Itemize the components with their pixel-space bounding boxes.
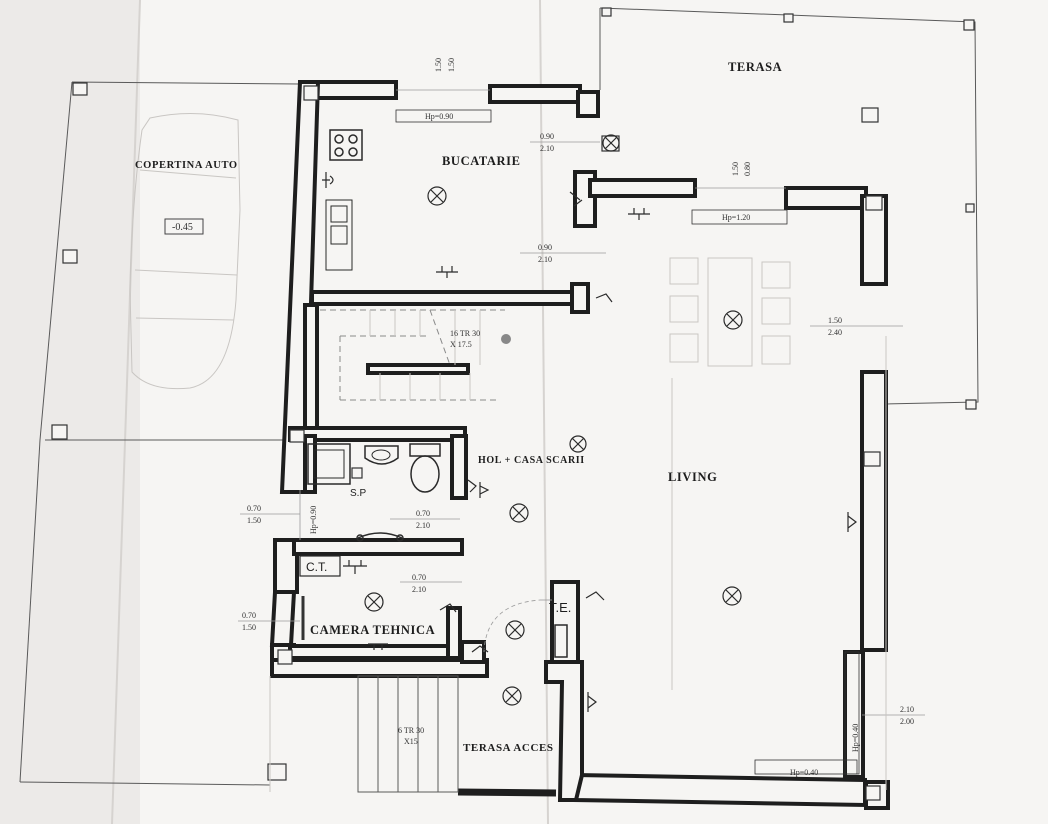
te-panel: [554, 624, 568, 658]
ceiling-light-icon: [364, 592, 384, 612]
radiator-icon: [356, 532, 404, 542]
ceiling-light-icon: [723, 310, 743, 330]
stove-icon: [329, 129, 363, 161]
light-switch-icon: [439, 191, 613, 653]
sp-label: S.P: [350, 488, 366, 499]
dim-living-window: Hp=1.20: [722, 213, 750, 222]
dim-left-window-hp: Hp=0.90: [309, 506, 318, 534]
dim-tech-window-b: 1.50: [242, 623, 256, 632]
dim-left-window-a: 0.70: [247, 504, 261, 513]
dim-tech-window-a: 0.70: [242, 611, 256, 620]
paper-fold: [111, 0, 141, 824]
windows: [299, 89, 860, 775]
car-icon: [129, 113, 241, 390]
ceiling-light-icon: [505, 620, 525, 640]
stairs-upper-line1: 16 TR 30: [450, 329, 480, 338]
ceiling-light-icon: [502, 686, 522, 706]
shower-tray-icon: [307, 443, 351, 485]
room-label-copertina-auto: COPERTINA AUTO: [135, 160, 238, 171]
dim-living-top-b: 0.80: [743, 162, 752, 176]
carport-outline: [19, 81, 301, 786]
dim-bottom-window: Hp=0.40: [790, 768, 818, 777]
dim-kitchen-window: Hp=0.90: [425, 112, 453, 121]
dim-door-terrace-a: 0.90: [540, 132, 554, 141]
dim-kitchen-top-b: 1.50: [447, 58, 456, 72]
ceiling-light-icon: [722, 586, 742, 606]
stairs-lower-line1: 6 TR 30: [398, 726, 424, 735]
dim-door-terrace-b: 2.10: [540, 144, 554, 153]
stairs-lower-line2: X15: [404, 737, 418, 746]
room-label-terasa: TERASA: [728, 60, 782, 74]
ct-label: C.T.: [306, 560, 327, 574]
ceiling-light-icon: [602, 134, 620, 152]
level-label: -0.45: [172, 222, 193, 233]
te-label: T.E.: [549, 600, 571, 615]
dim-kitchen-door-a: 0.90: [538, 243, 552, 252]
ceiling-light-icon: [509, 503, 529, 523]
dim-right-low-a: 2.10: [900, 705, 914, 714]
ceiling-light-icon: [569, 435, 587, 453]
electrical-socket-icon: [322, 172, 857, 712]
room-label-terasa-acces: TERASA ACCES: [463, 742, 554, 754]
paper-fold: [539, 0, 549, 824]
dim-kitchen-top-a: 1.50: [434, 58, 443, 72]
staircase-lower: [269, 675, 459, 793]
entrance-door-swing: [483, 599, 541, 653]
dim-right-door-a: 1.50: [828, 316, 842, 325]
dimension-lines: [238, 141, 925, 716]
dim-bath-door-a: 0.70: [416, 509, 430, 518]
paper-shadow-left: [0, 0, 140, 824]
dining-table-icon: [669, 257, 791, 367]
columns: [267, 85, 883, 801]
walls: [269, 80, 890, 810]
floor-drain: [351, 467, 363, 479]
toilet-icon: [409, 443, 441, 493]
room-label-bucatarie: BUCATARIE: [442, 154, 521, 168]
kitchen-sink-icon: [325, 199, 353, 271]
stairs-upper-line2: X 17.5: [450, 340, 472, 349]
dim-left-window-b: 1.50: [247, 516, 261, 525]
dim-kitchen-door-b: 2.10: [538, 255, 552, 264]
room-label-hol-casa-scarii: HOL + CASA SCARII: [478, 455, 585, 466]
staircase-upper: [320, 309, 511, 401]
dim-tech-door-b: 2.10: [412, 585, 426, 594]
room-label-camera-tehnica: CAMERA TEHNICA: [310, 623, 435, 637]
dim-right-low-hp: Hp=0.40: [851, 724, 860, 752]
dim-right-door-b: 2.40: [828, 328, 842, 337]
dim-tech-door-a: 0.70: [412, 573, 426, 582]
dim-bath-door-b: 2.10: [416, 521, 430, 530]
ceiling-light-icon: [427, 186, 447, 206]
ct-box: [299, 555, 341, 577]
washbasin-icon: [364, 445, 399, 465]
dim-living-top-a: 1.50: [731, 162, 740, 176]
room-label-living: LIVING: [668, 470, 717, 484]
dim-right-low-b: 2.00: [900, 717, 914, 726]
